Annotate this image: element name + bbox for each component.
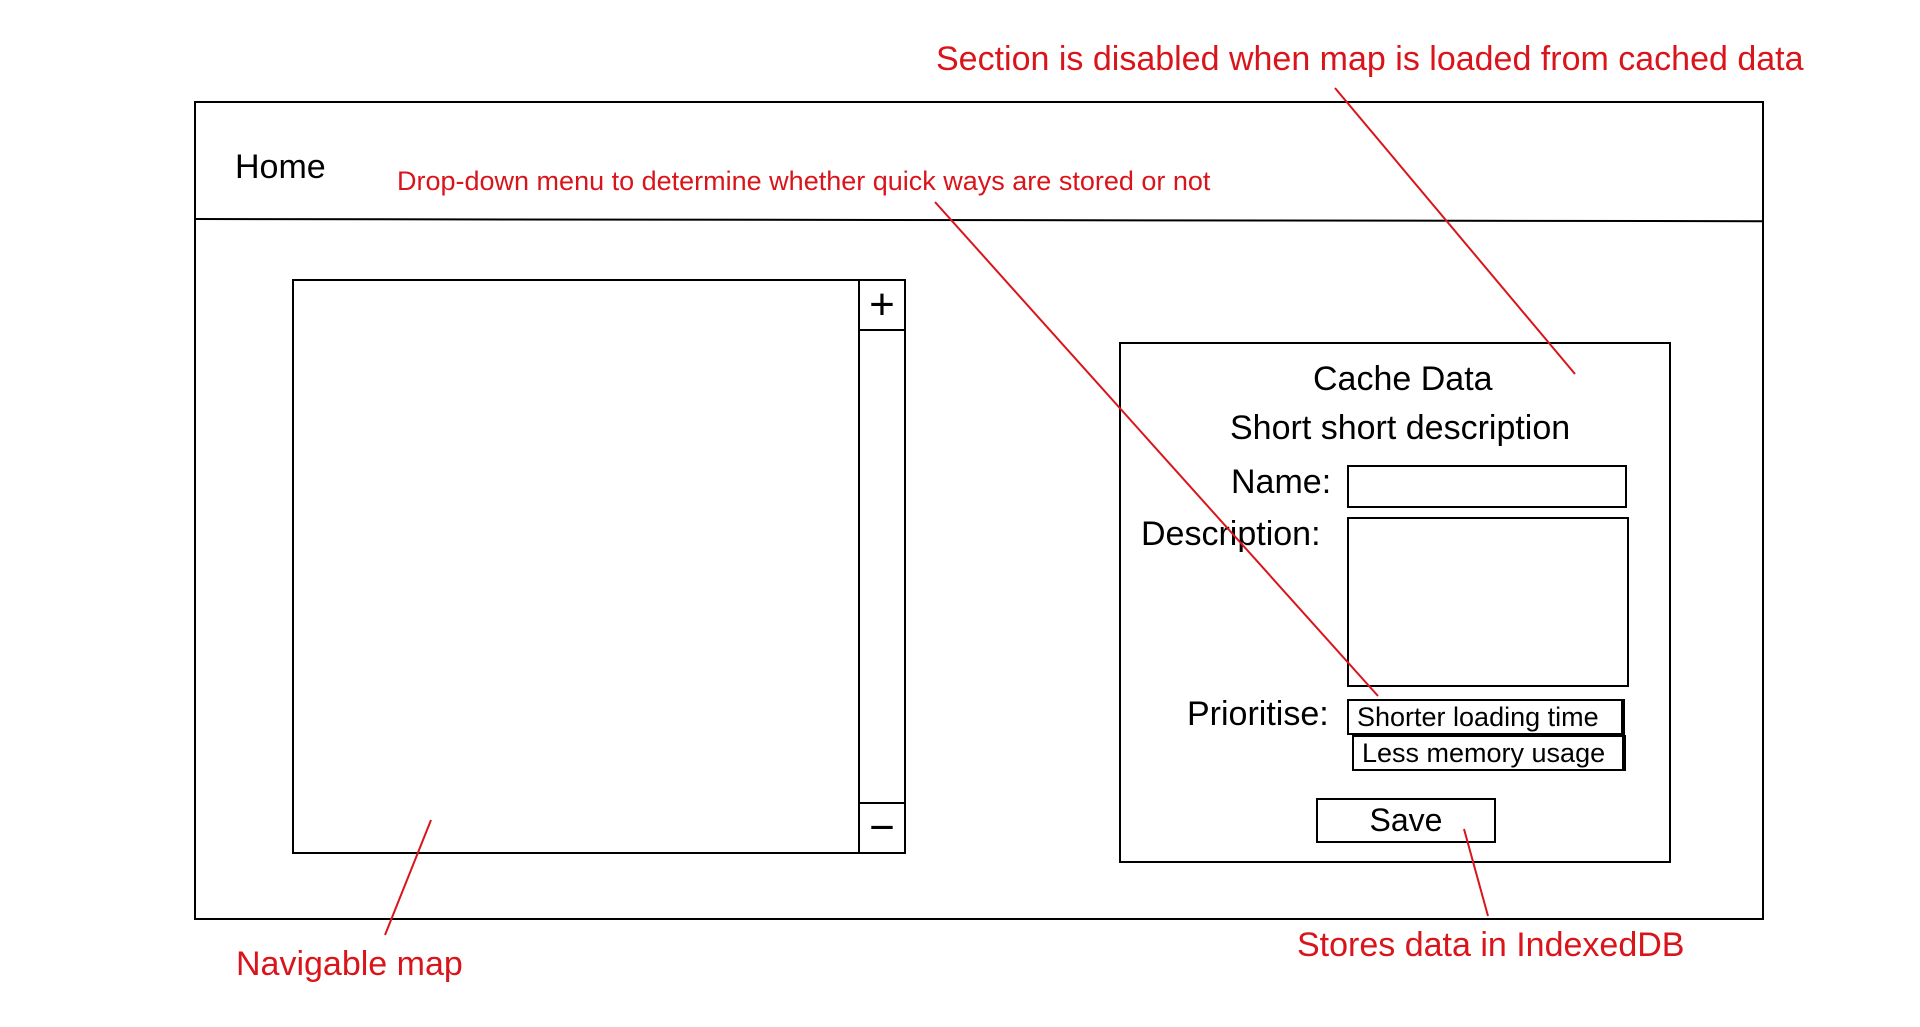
name-label: Name: <box>1231 463 1332 501</box>
zoom-control-strip <box>858 279 906 854</box>
description-label: Description: <box>1141 515 1321 553</box>
navigable-map[interactable] <box>292 279 906 854</box>
cache-panel-title: Cache Data <box>1313 360 1493 398</box>
home-link[interactable]: Home <box>235 148 326 186</box>
prioritise-option-less-memory-usage[interactable]: Less memory usage <box>1352 735 1626 771</box>
save-button[interactable]: Save <box>1316 798 1496 843</box>
zoom-in-button[interactable]: + <box>858 279 906 331</box>
cache-panel-subtitle: Short short description <box>1230 409 1571 447</box>
zoom-out-button[interactable]: − <box>858 802 906 854</box>
prioritise-option-shorter-loading-time[interactable]: Shorter loading time <box>1347 699 1625 735</box>
section-disabled-annotation: Section is disabled when map is loaded f… <box>936 40 1804 78</box>
description-textarea[interactable] <box>1347 517 1629 687</box>
navigable-map-annotation: Navigable map <box>236 945 463 983</box>
app-window <box>194 101 1764 920</box>
indexeddb-annotation: Stores data in IndexedDB <box>1297 926 1685 964</box>
prioritise-label: Prioritise: <box>1187 695 1329 733</box>
name-input[interactable] <box>1347 465 1627 508</box>
dropdown-annotation: Drop-down menu to determine whether quic… <box>397 166 1211 196</box>
